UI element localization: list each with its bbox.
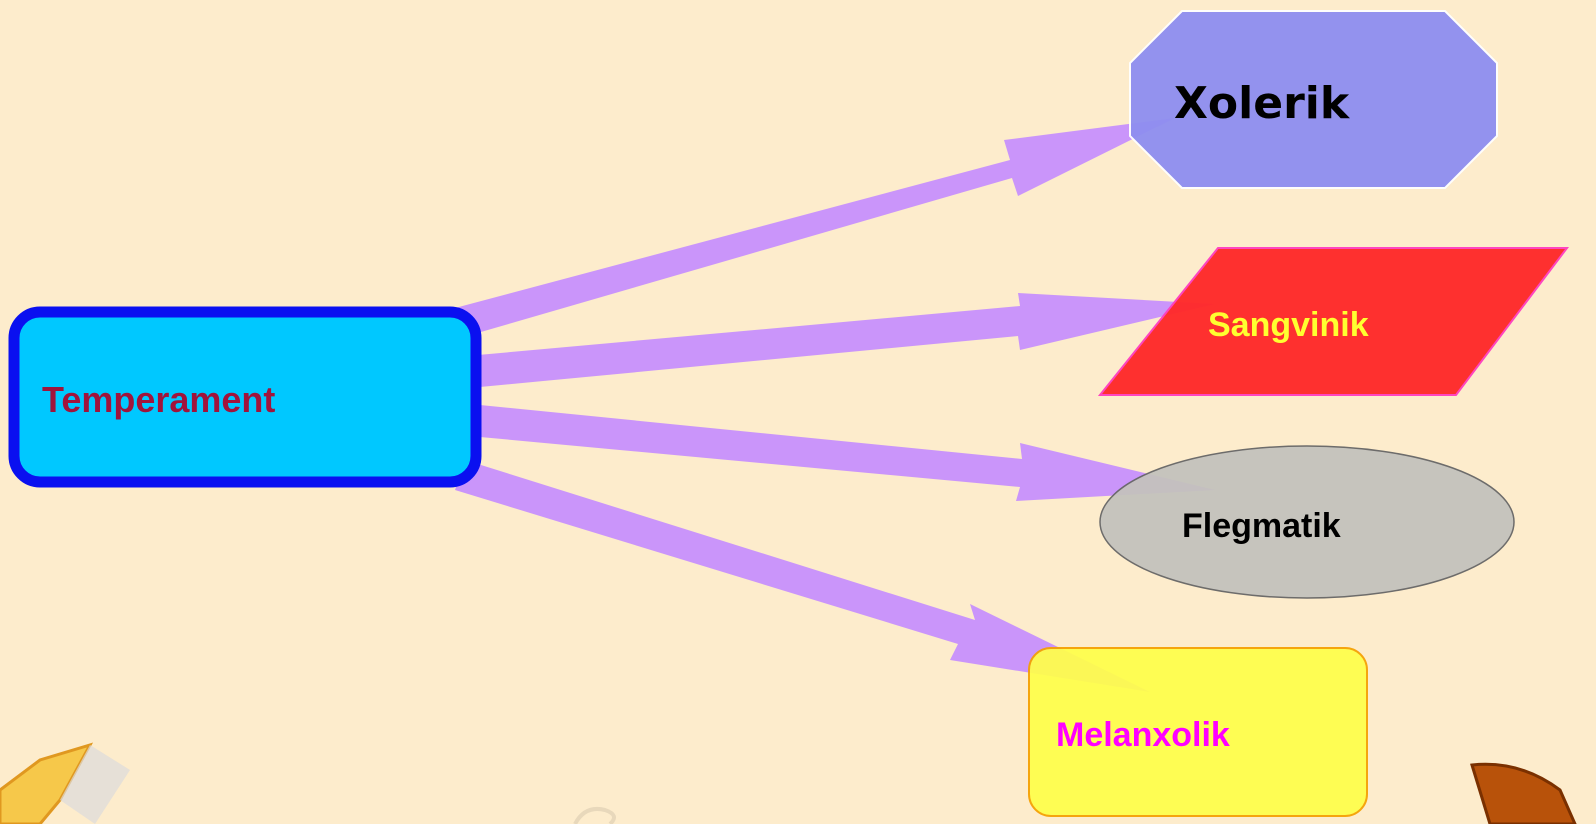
node-xolerik: Xolerik bbox=[1129, 10, 1498, 189]
arrows bbox=[455, 118, 1215, 692]
root-node-temperament: Temperament bbox=[8, 306, 482, 488]
arrow-to-sangvinik bbox=[478, 293, 1215, 387]
node-flegmatik-label: Flegmatik bbox=[1182, 507, 1341, 545]
arrow-to-flegmatik bbox=[480, 405, 1215, 501]
node-flegmatik: Flegmatik bbox=[1099, 445, 1515, 599]
arrow-to-xolerik bbox=[455, 118, 1175, 336]
decor-bottom-center bbox=[573, 807, 616, 824]
decor-bottom-right bbox=[1470, 762, 1577, 824]
node-xolerik-label: Xolerik bbox=[1174, 78, 1351, 129]
node-melanxolik-label: Melanxolik bbox=[1056, 716, 1230, 754]
arrow-to-melanxolik bbox=[455, 460, 1150, 692]
node-sangvinik: Sangvinik bbox=[1097, 247, 1570, 396]
decor-bottom-left bbox=[0, 742, 130, 824]
root-label: Temperament bbox=[42, 379, 275, 420]
node-sangvinik-label: Sangvinik bbox=[1208, 306, 1369, 344]
node-melanxolik: Melanxolik bbox=[1028, 647, 1368, 817]
